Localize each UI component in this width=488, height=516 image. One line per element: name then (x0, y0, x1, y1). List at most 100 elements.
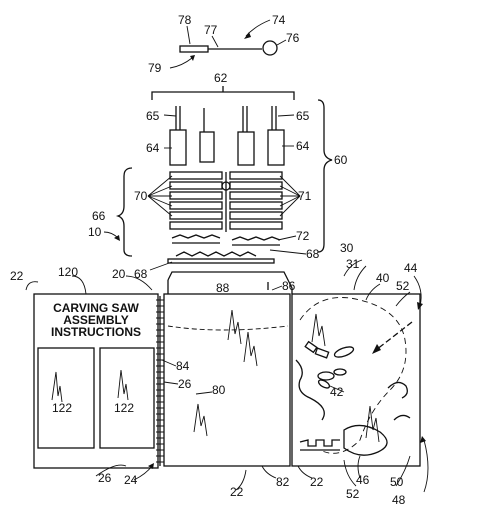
frame-pieces (103, 171, 307, 271)
instruction-picture-1 (37, 347, 95, 449)
leader-22-bottom (235, 469, 247, 491)
leader-31 (353, 265, 367, 291)
ref-64-right: 64 (296, 139, 310, 153)
leader-68-left (149, 261, 173, 271)
ref-65-right: 65 (296, 109, 310, 123)
instruction-picture-2 (99, 347, 155, 449)
tray-dashed (167, 325, 289, 331)
leader-76 (276, 39, 287, 46)
leader-40 (365, 283, 381, 301)
ref-122-left: 122 (52, 401, 72, 415)
ref-22-left: 22 (10, 269, 24, 283)
leader-70 (147, 175, 173, 197)
ref-82: 82 (276, 475, 290, 489)
bottom-leaders (25, 259, 429, 493)
leader-72 (277, 235, 297, 241)
leader-77 (211, 35, 219, 48)
leader-46 (357, 455, 361, 479)
ref-46: 46 (356, 473, 370, 487)
instructions-panel (33, 293, 159, 469)
hook-piece (387, 381, 408, 399)
ref-84: 84 (176, 359, 190, 373)
leader-120 (71, 275, 87, 295)
teeth-piece (299, 439, 340, 447)
bracket-66 (115, 167, 133, 257)
arrowhead-74 (244, 32, 251, 39)
leader-71 (279, 175, 301, 197)
ref-68-right: 68 (306, 247, 320, 261)
leader-65-right (277, 114, 295, 117)
ref-122-right: 122 (114, 401, 134, 415)
pattern-shape (343, 424, 388, 456)
ref-79: 79 (148, 61, 162, 75)
bracket-62 (151, 91, 295, 100)
ref-72: 72 (296, 229, 310, 243)
ref-52-top: 52 (396, 279, 410, 293)
blade-ring (262, 40, 278, 56)
leader-30 (343, 259, 363, 277)
ref-76: 76 (286, 31, 300, 45)
ref-80: 80 (212, 383, 226, 397)
ref-42: 42 (330, 385, 344, 399)
cover-sheet-80 (163, 293, 291, 467)
clamp-body-right-2 (267, 129, 285, 166)
pattern-contour (295, 359, 325, 421)
instructions-title-line-1: CARVING SAW (53, 301, 139, 315)
ref-22-bottom: 22 (230, 485, 244, 499)
ref-48: 48 (392, 493, 406, 507)
ref-20: 20 (112, 267, 126, 281)
leader-84 (161, 359, 177, 367)
dashed-arrow (375, 321, 413, 351)
reference-numerals: 78 77 74 76 79 62 65 65 64 64 60 70 71 6… (10, 13, 418, 507)
ref-60: 60 (334, 153, 348, 167)
ref-26-bottom: 26 (98, 471, 112, 485)
ref-64-left: 64 (146, 141, 160, 155)
leader-86 (271, 285, 283, 291)
instructions-title-line-3: INSTRUCTIONS (51, 325, 141, 339)
leader-26-bottom (95, 464, 127, 477)
leader-48 (423, 439, 429, 493)
ref-88: 88 (216, 281, 230, 295)
ref-31: 31 (346, 257, 360, 271)
ref-44: 44 (404, 261, 418, 275)
clamp-body-left-2 (199, 131, 215, 163)
bottom-strip (167, 258, 275, 264)
arrowhead-79 (190, 55, 195, 61)
leader-52-top (395, 291, 411, 307)
pattern-panel (291, 293, 421, 467)
instructions-title-line-2: ASSEMBLY (63, 313, 129, 327)
spiral-binding (156, 296, 164, 466)
ref-66: 66 (92, 209, 106, 223)
leader-50 (395, 455, 411, 487)
kit-box (33, 271, 421, 469)
ref-62: 62 (214, 71, 228, 85)
saw-blade-assembly (169, 19, 287, 69)
ref-68-left: 68 (134, 267, 148, 281)
clamp-body-right-1 (237, 131, 255, 166)
clamp-body-left-1 (169, 129, 187, 166)
ref-71: 71 (298, 189, 312, 203)
leader-20 (125, 275, 153, 291)
arrowhead-10 (114, 235, 120, 241)
leader-79 (169, 57, 193, 69)
clamp-parts (163, 106, 295, 166)
leader-22-left (25, 281, 39, 291)
pattern-outline-dashed (299, 297, 407, 454)
ref-70: 70 (134, 189, 148, 203)
leader-52-bottom (343, 459, 357, 487)
leader-65-left (163, 114, 177, 117)
leader-80 (195, 391, 213, 395)
leader-78 (186, 25, 191, 45)
ref-30: 30 (340, 241, 354, 255)
ref-52-bottom: 52 (346, 487, 360, 501)
ref-22-right: 22 (310, 475, 324, 489)
ref-78: 78 (178, 13, 192, 27)
ref-86: 86 (282, 279, 296, 293)
ref-26-mid: 26 (178, 377, 192, 391)
ref-50: 50 (390, 475, 404, 489)
ref-24: 24 (124, 473, 138, 487)
blade-handle (179, 45, 209, 53)
ref-77: 77 (204, 23, 218, 37)
ref-65-left: 65 (146, 109, 160, 123)
